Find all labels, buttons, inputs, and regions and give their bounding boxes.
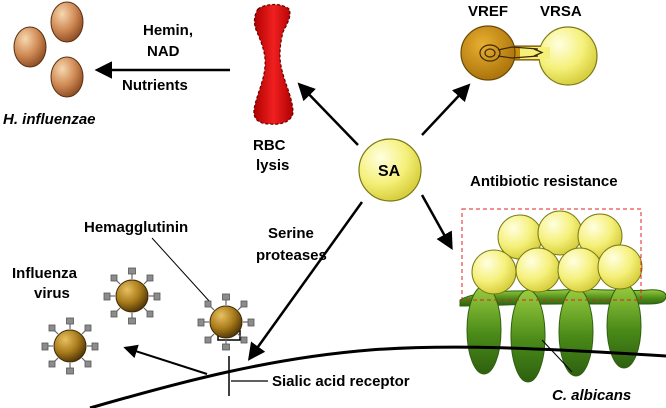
antibiotic-resistance-label: Antibiotic resistance xyxy=(470,173,618,190)
candida-albicans-icon xyxy=(459,283,666,383)
influenza-virus-icon xyxy=(41,317,99,375)
influenza-virus-icon xyxy=(197,293,255,351)
influenza-virus-icon xyxy=(103,267,161,325)
candida-pointer xyxy=(541,339,573,373)
sa-label: SA xyxy=(378,163,401,180)
arrow-sa-to-receptor xyxy=(247,201,364,361)
rbc-label: RBC xyxy=(253,137,286,154)
biofilm-staph-cluster-icon xyxy=(471,210,643,295)
vrsa-label: VRSA xyxy=(540,3,582,20)
nad-label: NAD xyxy=(147,43,180,60)
serine-label: Serine xyxy=(268,225,314,242)
sialic-acid-receptor-label: Sialic acid receptor xyxy=(272,373,410,390)
sialic-acid-receptor-icon xyxy=(217,330,241,396)
influenza-label: Influenza xyxy=(12,265,78,282)
h-influenzae-label: H. influenzae xyxy=(3,111,96,128)
rbc-icon xyxy=(253,3,294,125)
arrow-virus-release xyxy=(123,344,208,375)
nutrients-label: Nutrients xyxy=(122,77,188,94)
sa-staphylococcus-icon xyxy=(358,138,422,202)
arrow-sa-to-vref xyxy=(421,83,471,136)
vref-label: VREF xyxy=(468,3,508,20)
haemophilus-icon xyxy=(13,1,84,98)
virus-label: virus xyxy=(34,285,70,302)
lysis-label: lysis xyxy=(256,157,289,174)
c-albicans-label: C. albicans xyxy=(552,387,631,404)
biofilm-highlight-box xyxy=(461,208,642,301)
hemin-label: Hemin, xyxy=(143,22,193,39)
arrow-sa-to-biofilm xyxy=(420,194,453,251)
proteases-label: proteases xyxy=(256,247,327,264)
arrow-sa-to-rbc xyxy=(297,82,359,146)
host-cell-surface xyxy=(89,345,666,408)
hemagglutinin-label: Hemagglutinin xyxy=(84,219,188,236)
hemagglutinin-pointer xyxy=(151,237,211,303)
vref-vrsa-conjugation-icon xyxy=(460,25,598,86)
